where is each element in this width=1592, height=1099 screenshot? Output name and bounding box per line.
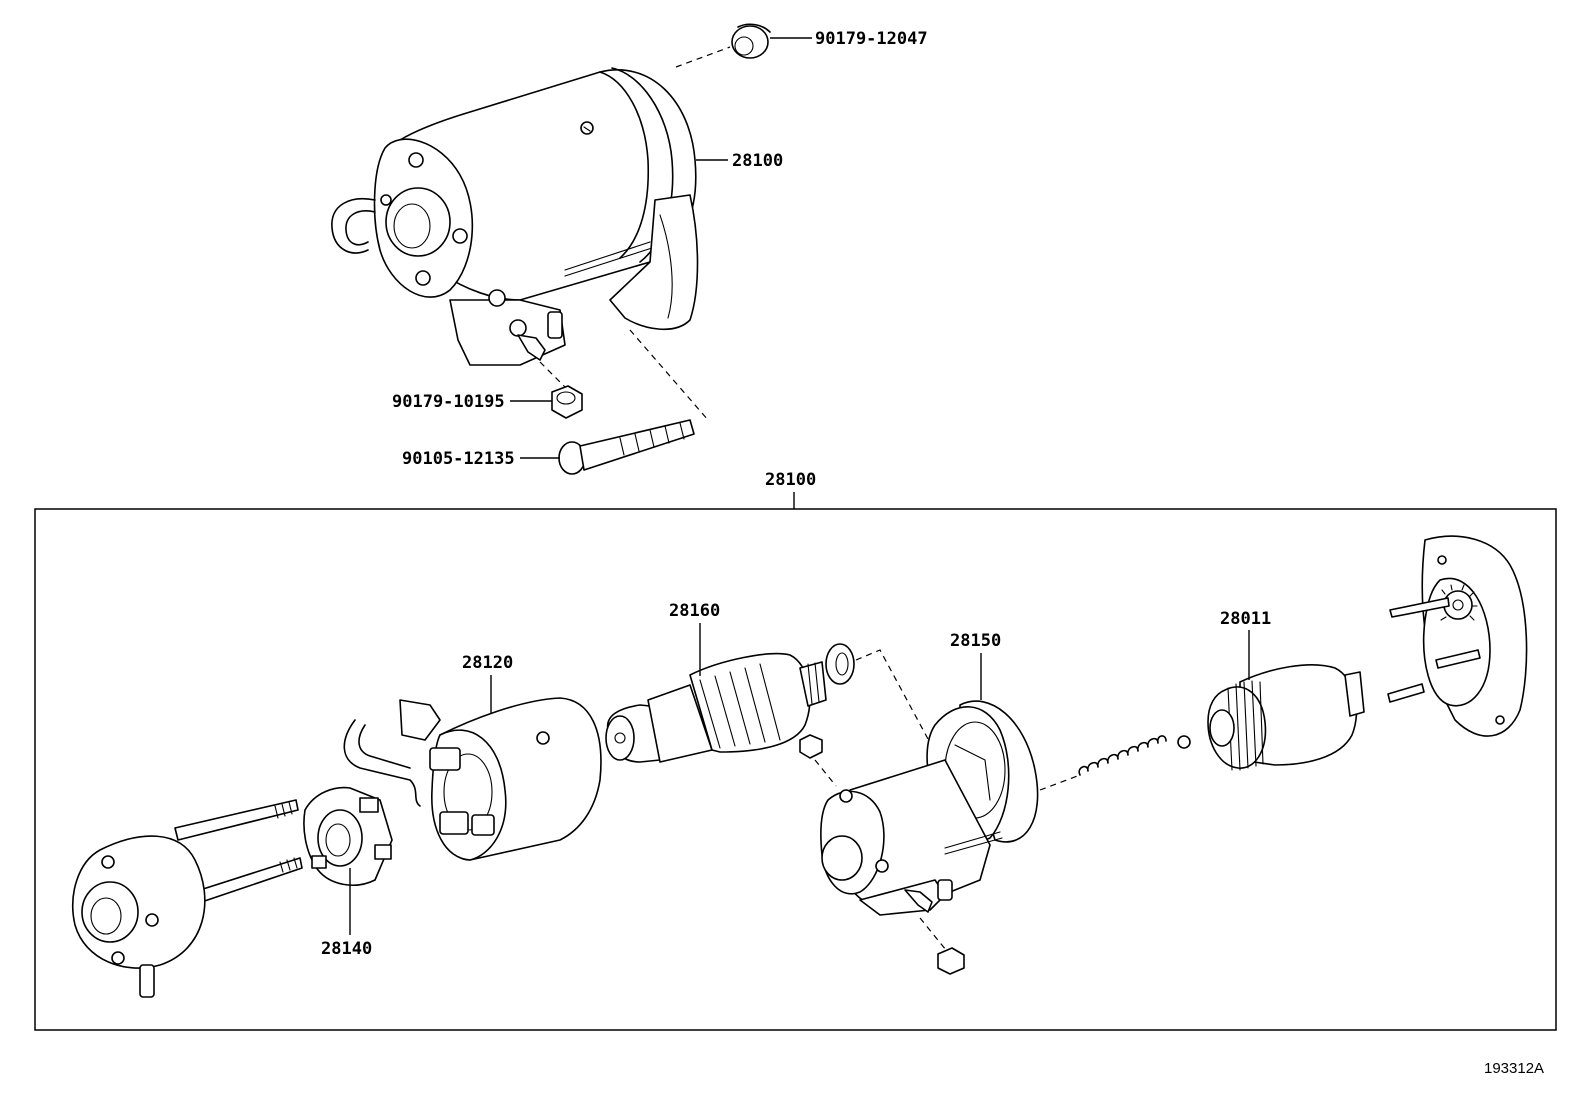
label-28120: 28120	[462, 653, 513, 673]
bolt-90105-12135	[558, 419, 695, 475]
label-90179-10195: 90179-10195	[392, 392, 505, 412]
reference-code: 193312A	[1484, 1060, 1544, 1077]
drive-end-frame	[1387, 535, 1528, 737]
return-spring	[1078, 735, 1167, 776]
field-yoke-28120	[343, 697, 602, 861]
starter-body	[331, 67, 699, 366]
cap-nut-90179-12047	[731, 23, 771, 59]
starter-assembly-drawing	[331, 23, 812, 475]
drive-housing-solenoid-28150	[820, 700, 1039, 916]
label-28150: 28150	[950, 631, 1001, 651]
brush-holder-28140	[303, 786, 393, 886]
label-28100-assembly: 28100	[732, 151, 783, 171]
exploded-view-frame	[34, 508, 1557, 1031]
label-90105-12135: 90105-12135	[402, 449, 515, 469]
washer	[825, 643, 855, 685]
starter-clutch-28011	[1207, 664, 1365, 771]
label-28100-kit: 28100	[765, 470, 816, 490]
label-28140: 28140	[321, 939, 372, 959]
steel-ball	[1177, 735, 1191, 749]
label-28160: 28160	[669, 601, 720, 621]
nut-90179-10195	[551, 385, 583, 419]
label-90179-12047: 90179-12047	[815, 29, 928, 49]
solenoid-nut	[937, 947, 965, 975]
terminal-nut	[799, 734, 823, 759]
armature-28160	[605, 652, 827, 763]
label-28011: 28011	[1220, 609, 1271, 629]
end-cover-with-through-bolts	[72, 799, 303, 998]
